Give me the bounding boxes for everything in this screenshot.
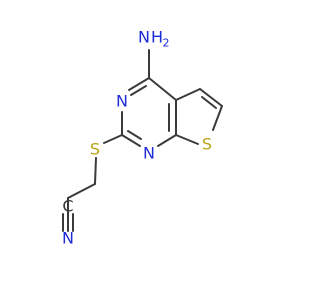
bond-n1-c7a	[157, 134, 177, 147]
atom-ring-n-left: N	[116, 92, 128, 111]
atom-ring-n-bottom: N	[143, 144, 155, 163]
molecule-structure: N H 2 N N S S C N	[62, 28, 223, 248]
bond-layer	[62, 49, 223, 232]
atom-amino-h: H	[151, 28, 163, 47]
bond-s-c7a	[175, 134, 199, 145]
bond-c4-n3-inner	[130, 85, 147, 96]
atom-thioether-s: S	[90, 140, 100, 159]
bond-c3-c2t-inner	[201, 96, 217, 109]
atom-amino-n: N	[138, 28, 150, 47]
bond-c2-s	[103, 134, 123, 144]
bond-c3-c2t	[199, 88, 223, 107]
atom-nitrile-c: C	[62, 197, 73, 216]
atom-nitrile-n: N	[62, 229, 74, 248]
atom-thiophene-s: S	[202, 135, 212, 154]
bond-c2-n1-inner	[127, 130, 142, 140]
bond-c4-n3	[128, 77, 150, 91]
bond-c3a-c3	[175, 88, 201, 101]
bond-c2-n1	[121, 134, 141, 147]
atom-amino-h-count: 2	[163, 37, 170, 50]
bond-ch2a-ch2b	[67, 183, 96, 199]
bond-c3a-c4	[148, 77, 177, 101]
bond-c2t-s	[212, 105, 223, 131]
bond-s-ch2a	[94, 157, 97, 185]
atom-label-layer: N H 2 N N S S C N	[62, 28, 212, 248]
